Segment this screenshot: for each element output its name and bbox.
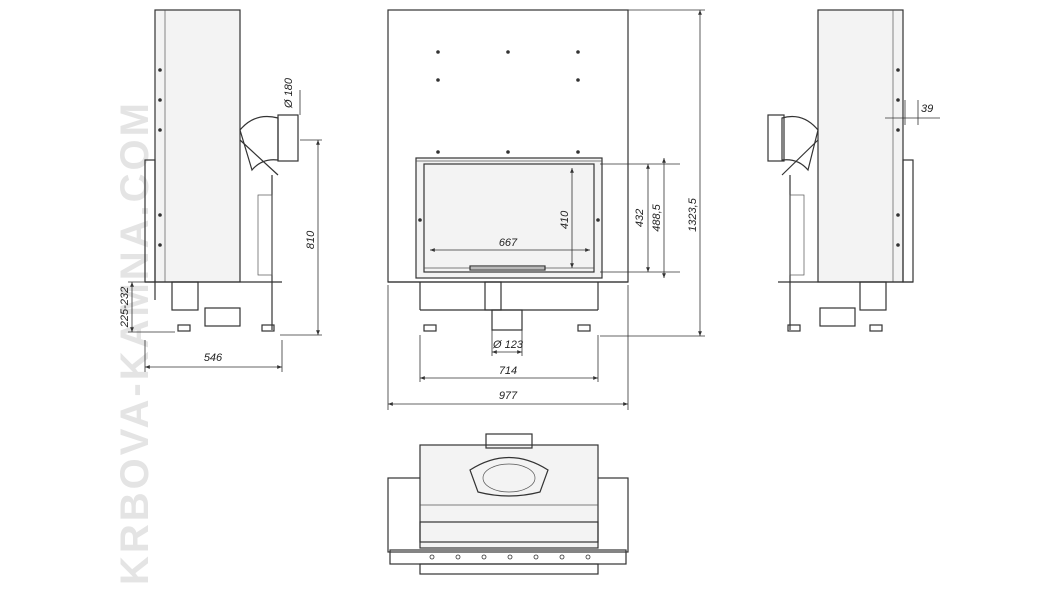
dim-flue-front: Ø 123 <box>492 339 524 351</box>
dim-base-width: 714 <box>499 365 517 377</box>
left-dimensions: 810 Ø 180 225-232 546 <box>119 77 322 372</box>
top-view <box>387 433 629 575</box>
dim-glass-width: 667 <box>499 237 518 249</box>
glass-window <box>423 163 595 273</box>
watermark-text: KRBOVA-KAMNA.COM <box>113 100 157 585</box>
dim-leg-range: 225-232 <box>119 287 131 328</box>
dim-total-width: 977 <box>499 390 518 402</box>
right-side-view <box>767 9 914 332</box>
dim-total-height: 1323,5 <box>687 197 699 232</box>
dim-door-height: 488,5 <box>651 203 663 231</box>
left-body <box>154 9 241 283</box>
dim-rear-offset: 39 <box>921 103 933 115</box>
dim-opening-height: 432 <box>634 209 646 227</box>
front-view <box>387 9 629 332</box>
dim-height-side: 810 <box>305 230 317 249</box>
dim-depth: 546 <box>204 352 223 364</box>
right-body <box>817 9 904 283</box>
left-side-view <box>144 9 299 332</box>
front-dimensions: 667 410 432 488,5 1323,5 Ø 123 714 977 <box>387 9 705 410</box>
dim-glass-height: 410 <box>559 210 571 229</box>
front-door <box>415 157 603 279</box>
dim-flue-side: Ø 180 <box>283 77 295 109</box>
right-dimensions: 39 <box>885 100 940 125</box>
